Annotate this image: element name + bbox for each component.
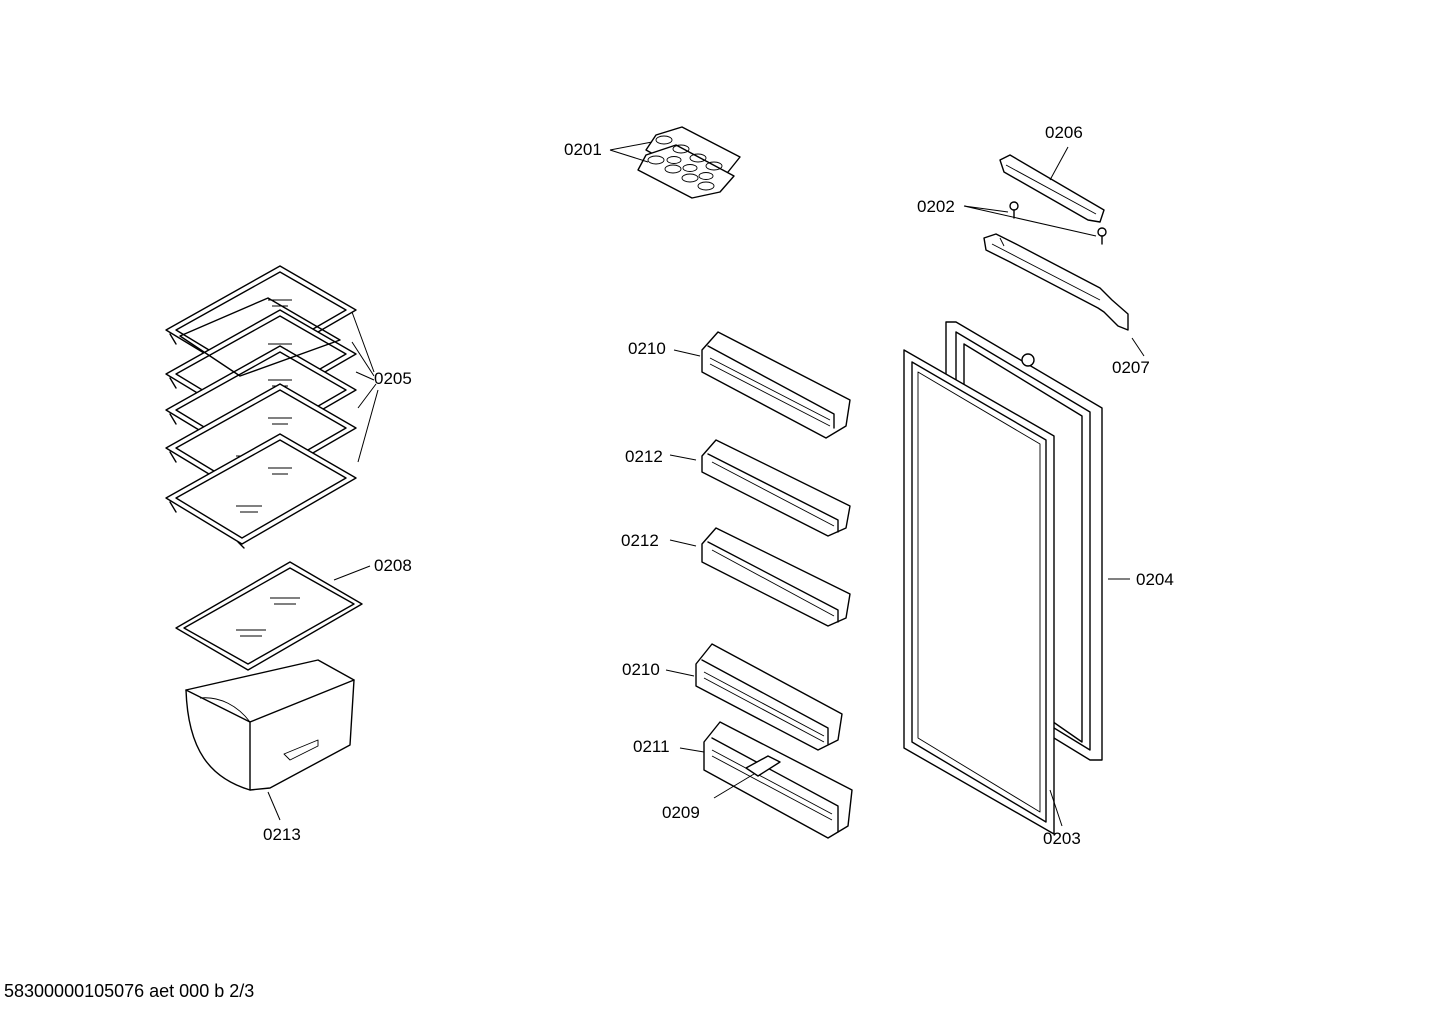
handle-cover-part [999,154,1105,223]
door-bin-0210-lower [695,643,843,751]
egg-tray-part [637,126,741,199]
door-gasket-part [903,349,1055,835]
label-0211: 0211 [633,737,670,756]
vegetable-drawer-part [185,659,355,791]
door-bin-0211 [703,721,853,839]
label-0205: 0205 [374,369,412,388]
label-0212-lower: 0212 [621,531,659,550]
label-0210-upper: 0210 [628,339,666,358]
door-bin-0212-lower [701,527,851,627]
label-0212-upper: 0212 [625,447,663,466]
crisper-cover-part [175,561,363,671]
glass-shelf-5 [165,433,357,549]
screw-parts [1009,201,1107,245]
label-0201: 0201 [564,140,602,159]
glass-shelves-part [165,265,357,549]
label-0208: 0208 [374,556,412,575]
label-0213: 0213 [263,825,301,844]
label-0210-lower: 0210 [622,660,660,679]
hinge-bracket-part [983,233,1129,331]
label-0204: 0204 [1136,570,1174,589]
label-0202: 0202 [917,197,955,216]
document-footer-code: 58300000105076 aet 000 b 2/3 [4,981,255,1001]
glass-shelf-insert [179,297,341,377]
label-0206: 0206 [1045,123,1083,142]
label-0207: 0207 [1112,358,1150,377]
door-bin-0212-upper [701,439,851,537]
label-0203: 0203 [1043,829,1081,848]
label-0209: 0209 [662,803,700,822]
door-bin-0210-upper [701,331,851,439]
